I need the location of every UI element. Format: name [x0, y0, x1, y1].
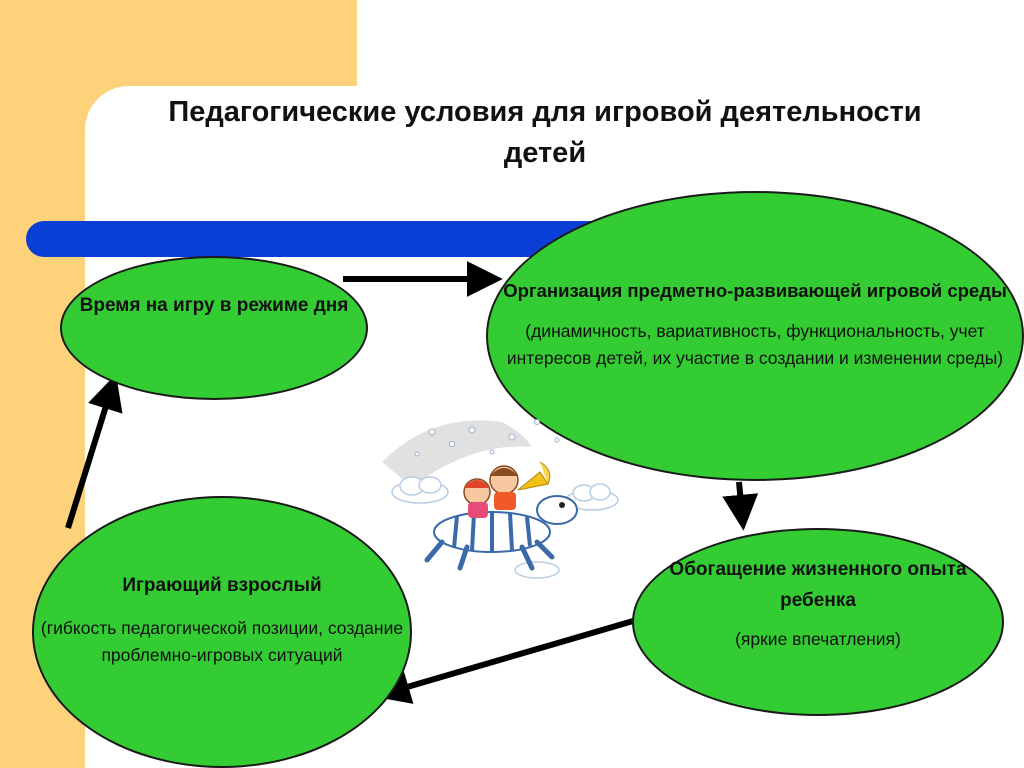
node-adult-details: (гибкость педагогической позиции, создан… [40, 618, 404, 665]
node-environment-details: (динамичность, вариативность, функционал… [506, 321, 1004, 368]
node-life-experience: Обогащение жизненного опыта ребенка (ярк… [632, 528, 1004, 716]
node-time-title: Время на игру в режиме дня [79, 295, 349, 316]
children-riding-zebra-illustration [382, 419, 619, 579]
slide-title: Педагогические условия для игровой деяте… [168, 96, 922, 169]
node-play-environment: Организация предметно-развивающей игрово… [486, 191, 1024, 481]
node-time-for-play: Время на игру в режиме дня [60, 256, 368, 400]
node-enrichment-title: Обогащение жизненного опыта ребенка [669, 559, 967, 611]
node-playing-adult: Играющий взрослый (гибкость педагогическ… [32, 496, 412, 768]
node-environment-title: Организация предметно-развивающей игрово… [503, 280, 1007, 301]
node-enrichment-details: (яркие впечатления) [735, 629, 901, 649]
node-adult-title: Играющий взрослый [122, 575, 322, 596]
